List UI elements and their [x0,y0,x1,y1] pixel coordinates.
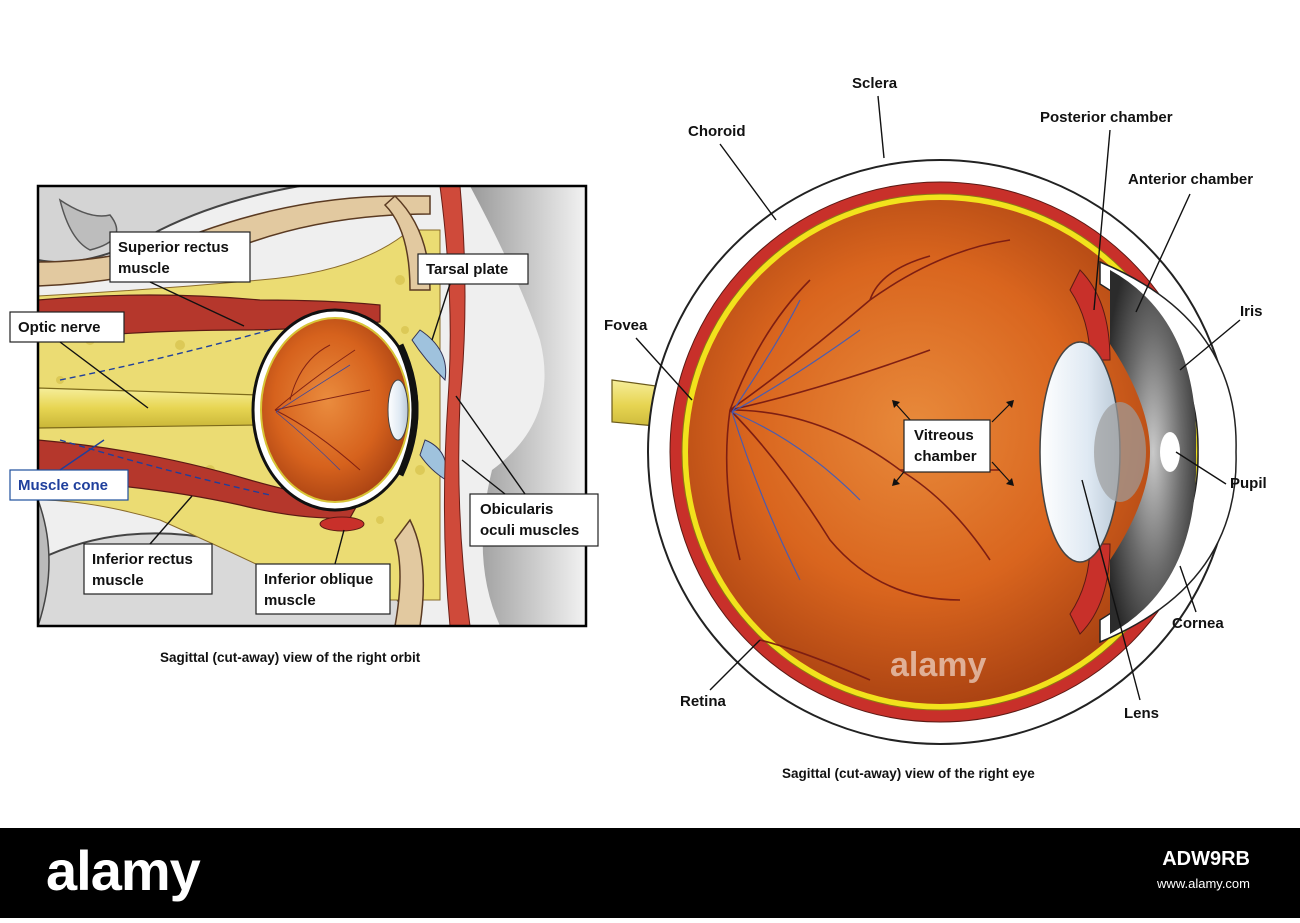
eye-iris-shape [1110,270,1197,634]
label-fovea: Fovea [604,317,648,334]
label-inferior-rectus-line2: muscle [92,572,144,589]
label-muscle-cone-text: Muscle cone [18,477,108,494]
orbit-frame [36,184,588,628]
label-tarsal-plate: Tarsal plate [417,253,529,341]
label-optic-nerve: Optic nerve [9,311,149,409]
label-lens: Lens [1124,705,1159,722]
label-obicularis-line2: oculi muscles [480,522,579,539]
label-vitreous: Vitreous chamber [903,419,991,473]
eye-caption: Sagittal (cut-away) view of the right ey… [782,766,1035,781]
orbit-caption: Sagittal (cut-away) view of the right or… [160,650,421,665]
label-pupil: Pupil [1230,475,1267,492]
label-muscle-cone: Muscle cone [9,439,129,501]
footer-logo: alamy [46,839,201,902]
label-obicularis-line1: Obicularis [480,501,553,518]
label-superior-rectus-line1: Superior rectus [118,239,229,256]
label-inferior-rectus-line1: Inferior rectus [92,551,193,568]
footer-bar [0,828,1300,918]
label-superior-rectus: Superior rectus muscle [109,231,251,327]
orbicularis-muscle-shape [439,186,471,626]
label-tarsal-plate-text: Tarsal plate [426,261,508,278]
label-inferior-oblique-line1: Inferior oblique [264,571,373,588]
label-superior-rectus-line2: muscle [118,260,170,277]
watermark-alamy: alamy [890,646,986,684]
label-cornea: Cornea [1172,615,1224,632]
footer-image-id: ADW9RB [1162,848,1250,870]
optic-nerve-shape [38,387,266,429]
orbit-panel: Superior rectus muscle Optic nerve Tarsa… [9,184,599,665]
label-iris: Iris [1240,303,1263,320]
label-posterior-chamber: Posterior chamber [1040,109,1173,126]
label-choroid: Choroid [688,123,746,140]
label-inferior-oblique-line2: muscle [264,592,316,609]
orbit-eyeball-globe [260,317,410,503]
retinal-vessels-red [725,239,1011,681]
eye-panel: Vitreous chamber Sclera Choroid Posterio… [604,75,1267,781]
label-retina: Retina [680,693,727,710]
label-anterior-chamber: Anterior chamber [1128,171,1253,188]
retinal-vessels-blue [731,299,861,581]
label-optic-nerve-text: Optic nerve [18,319,101,336]
label-inferior-oblique: Inferior oblique muscle [255,529,391,615]
label-inferior-rectus: Inferior rectus muscle [83,495,213,595]
label-vitreous-line2: chamber [914,448,977,465]
label-sclera: Sclera [852,75,898,92]
eye-pupil-highlight [1160,432,1180,472]
label-obicularis: Obicularis oculi muscles [455,395,599,547]
footer-url: www.alamy.com [1157,876,1250,891]
label-vitreous-line1: Vitreous [914,427,974,444]
